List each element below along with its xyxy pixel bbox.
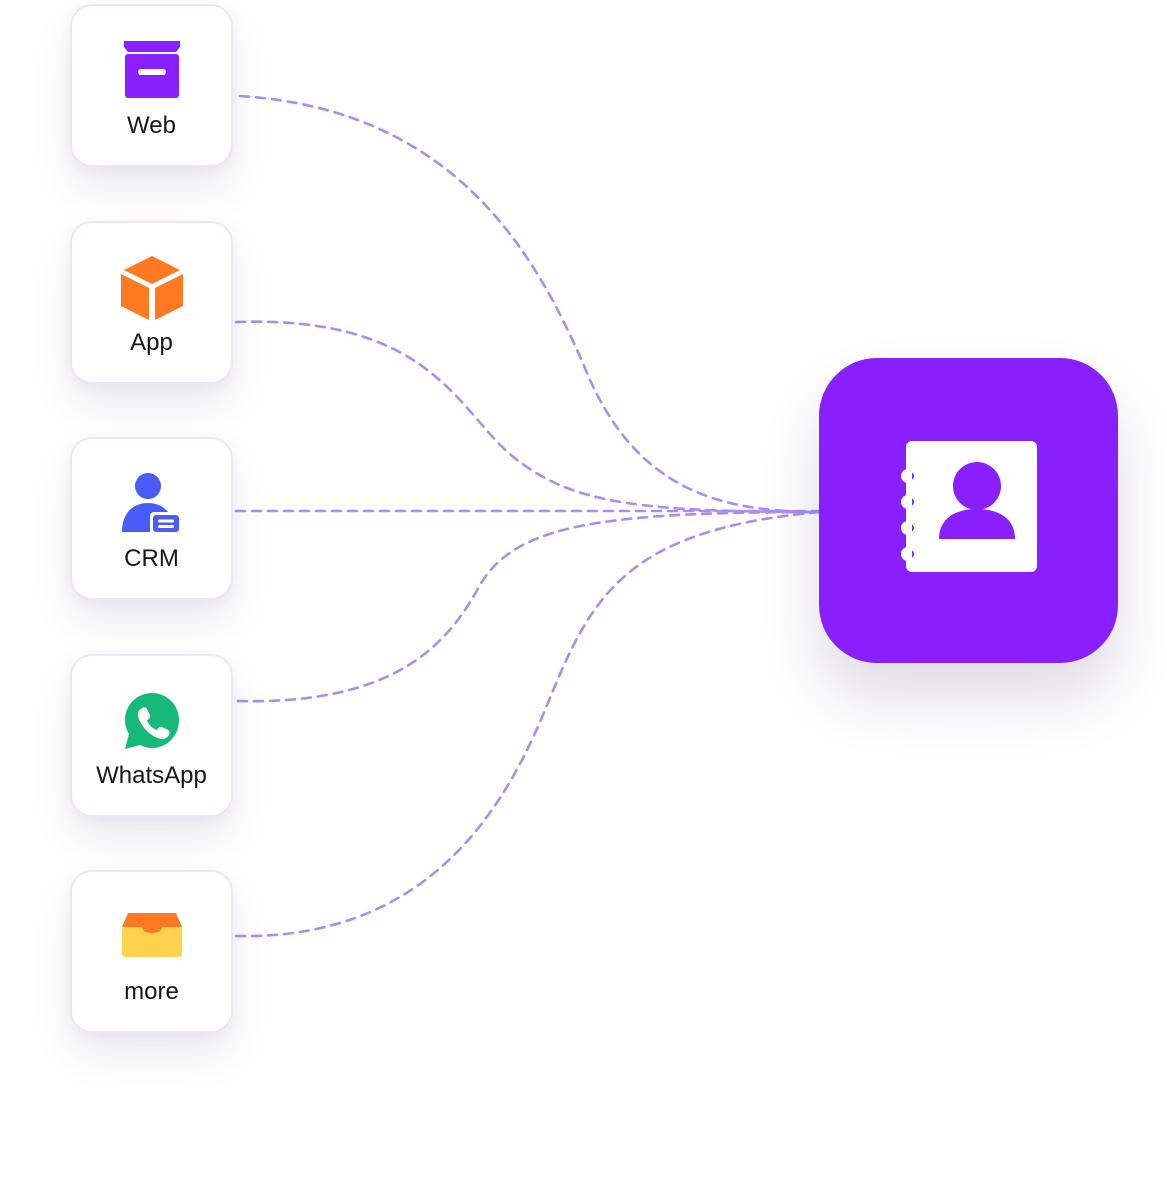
connector-more bbox=[234, 510, 822, 938]
connector-whatsapp bbox=[236, 510, 822, 703]
source-label-app: App bbox=[130, 329, 173, 356]
connector-web bbox=[238, 94, 822, 514]
user-card-icon bbox=[120, 472, 184, 536]
archive-box-icon bbox=[120, 39, 184, 103]
source-card-whatsapp[interactable]: WhatsApp bbox=[70, 654, 233, 817]
source-label-crm: CRM bbox=[124, 545, 179, 572]
inbox-tray-icon bbox=[120, 905, 184, 969]
whatsapp-icon bbox=[120, 689, 184, 753]
source-label-web: Web bbox=[127, 112, 176, 139]
source-card-more[interactable]: more bbox=[70, 870, 233, 1033]
connector-app bbox=[234, 320, 822, 514]
source-card-web[interactable]: Web bbox=[70, 4, 233, 167]
source-card-app[interactable]: App bbox=[70, 221, 233, 384]
source-card-crm[interactable]: CRM bbox=[70, 437, 233, 600]
source-label-whatsapp: WhatsApp bbox=[96, 762, 207, 789]
contacts-hub[interactable] bbox=[819, 358, 1118, 663]
cube-icon bbox=[120, 256, 184, 320]
source-label-more: more bbox=[124, 978, 179, 1005]
contact-book-icon bbox=[901, 438, 1041, 578]
